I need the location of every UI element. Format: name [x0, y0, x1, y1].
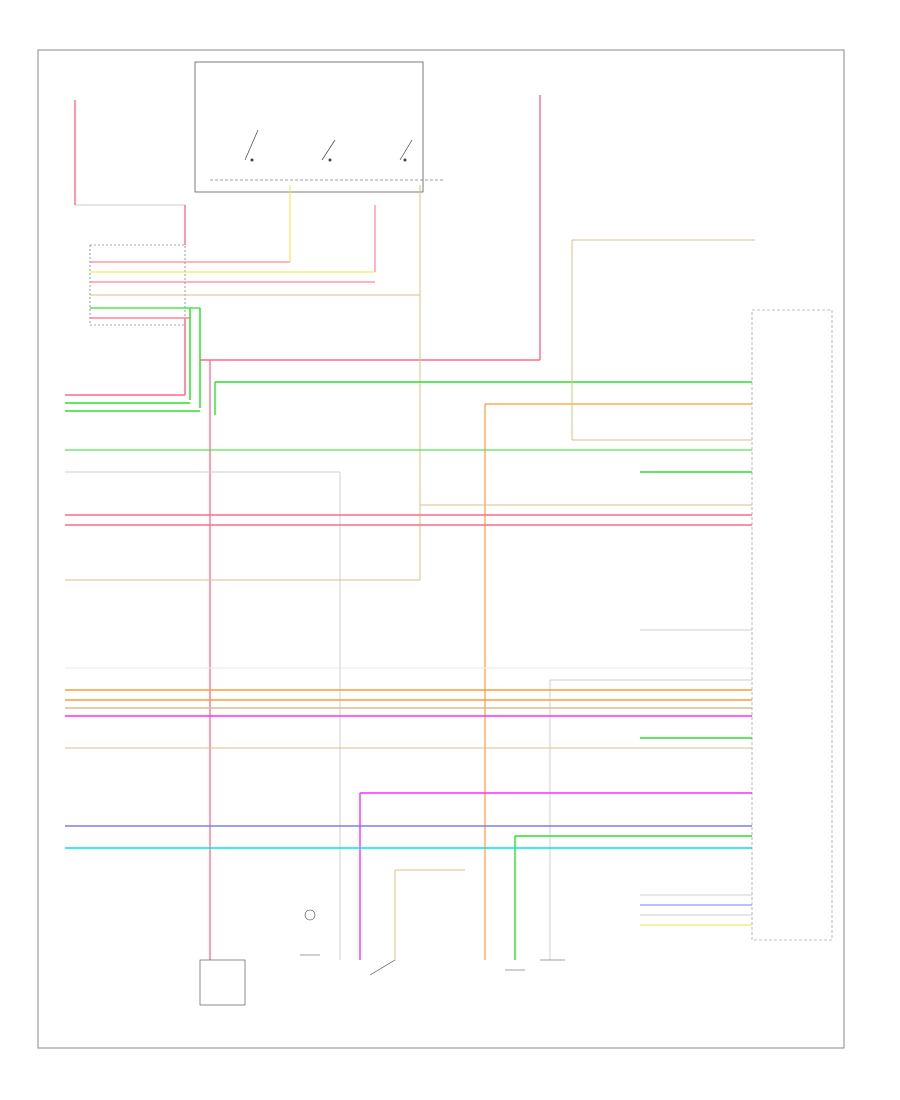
- fuse-block-left: [74, 100, 186, 245]
- instrument-cluster-connector: [751, 309, 833, 941]
- wire-runs: [65, 239, 755, 960]
- left-drops: [65, 308, 211, 960]
- lower-components: [199, 909, 565, 1006]
- ignition-switch: [194, 61, 445, 193]
- fuse-block-right: [200, 95, 541, 361]
- diagram-border: [37, 49, 845, 1049]
